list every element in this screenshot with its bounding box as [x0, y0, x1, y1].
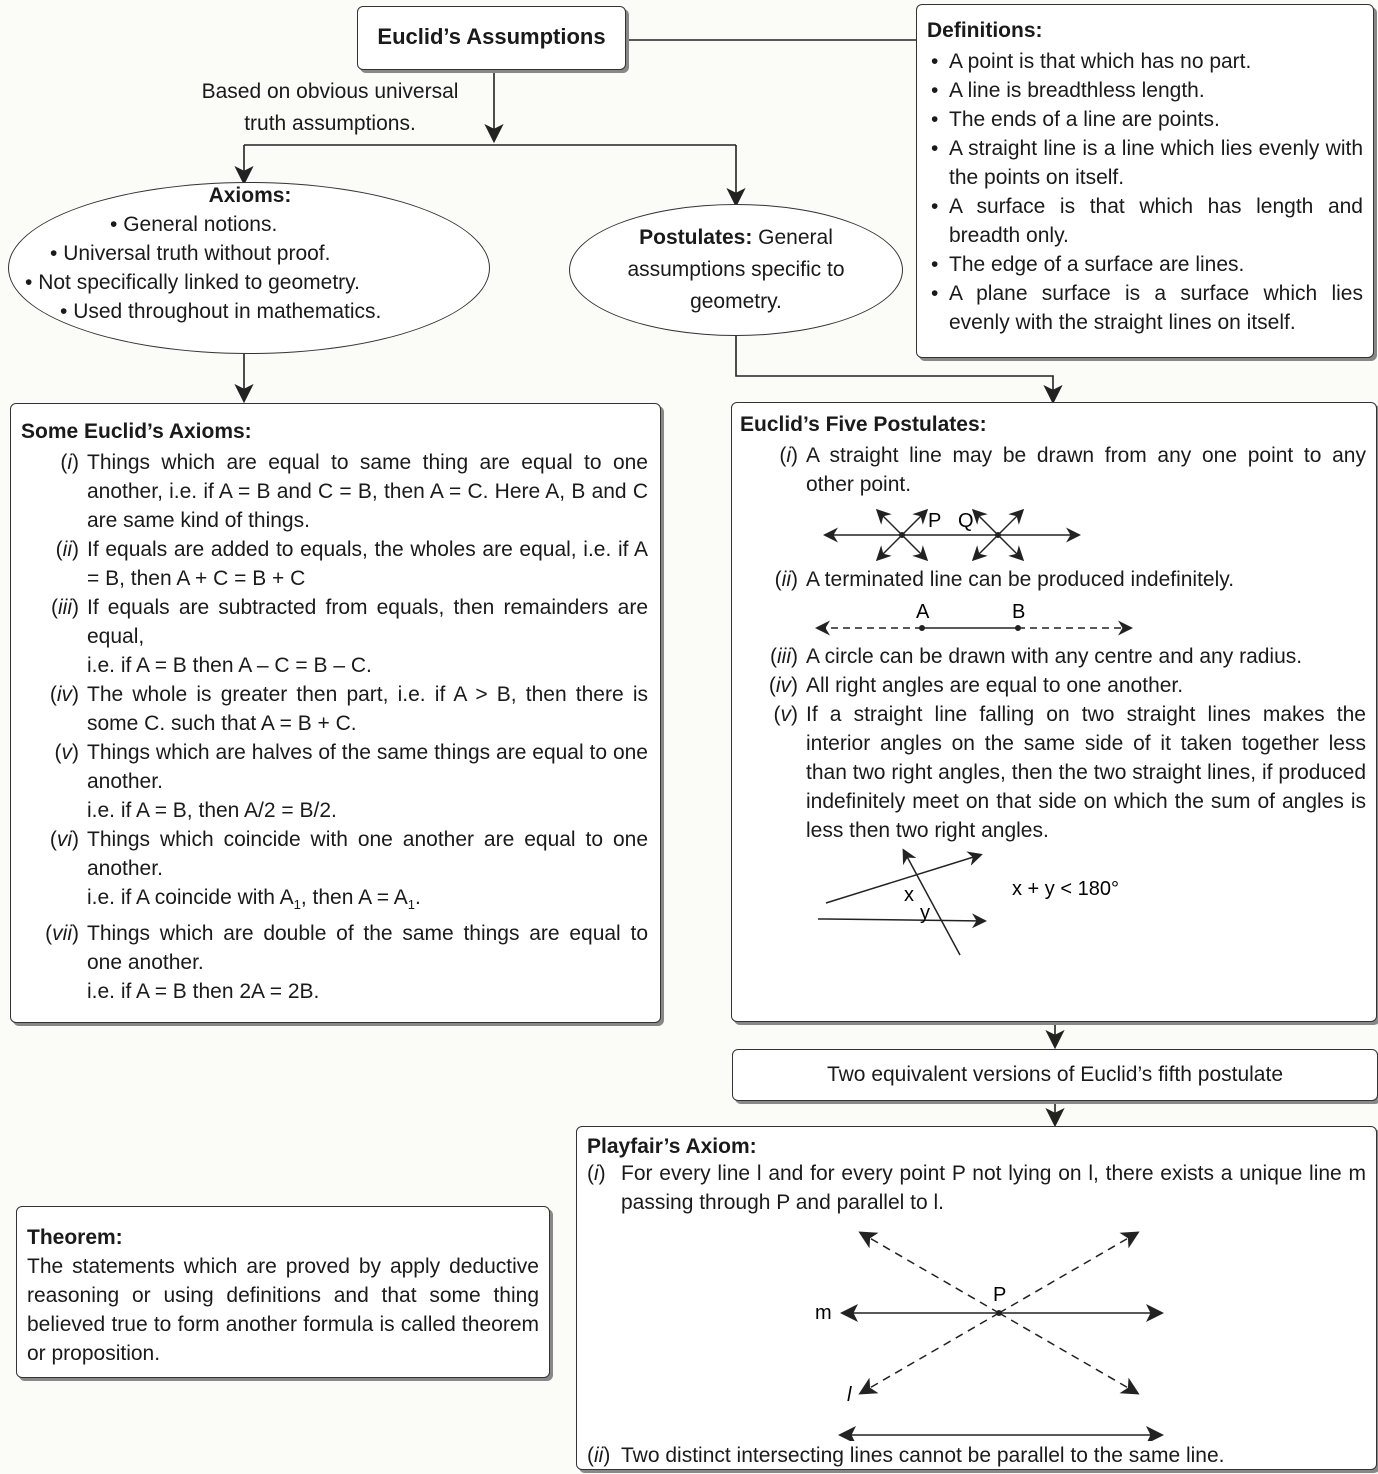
definition-item: The ends of a line are points. [927, 105, 1363, 134]
line-m-label: m [815, 1302, 832, 1324]
point-p-label: P [993, 1284, 1006, 1306]
postulate-item-iv: (iv) All right angles are equal to one a… [768, 674, 1184, 697]
arrow-five-postulates [735, 336, 1063, 405]
postulates-ellipse-content: Postulates: General assumptions specific… [627, 226, 845, 313]
axiom-item-i: (i) Things which are equal to same thing… [60, 451, 648, 532]
axiom-item-iii: (iii) If equals are subtracted from equa… [51, 596, 648, 677]
angle-sum-label: x + y < 180° [1012, 878, 1119, 900]
axiom-item-iv: (iv) The whole is greater then part, i.e… [49, 683, 648, 735]
axiom-item-v: (v) Things which are halves of the same … [54, 741, 649, 822]
line-l-label: l [847, 1384, 852, 1406]
axioms-title: Axioms: [208, 184, 292, 207]
euclids-assumptions-title: Euclid’s Assumptions [377, 24, 606, 49]
point-q-label: Q [958, 510, 974, 532]
some-axioms-box: Some Euclid’s Axioms: (i) Things which a… [10, 403, 661, 1023]
theorem-text: The statements which are proved by apply… [27, 1255, 539, 1365]
axiom-item-vi: (vi) Things which coincide with one anot… [49, 828, 648, 913]
playfair-figure: P m l [815, 1231, 1164, 1441]
definition-item: A surface is that which has length and b… [927, 192, 1363, 250]
playfair-box: Playfair’s Axiom: (i) For every line l a… [576, 1126, 1377, 1470]
postulate-2-figure: A B [815, 601, 1133, 636]
angle-y-label: y [920, 902, 930, 924]
axiom-bullet-1: • General notions. [110, 213, 278, 236]
postulate-5-figure: x y x + y < 180° [818, 848, 1119, 956]
fifth-postulate-versions-text: Two equivalent versions of Euclid’s fift… [826, 1063, 1284, 1086]
definition-item: The edge of a surface are lines. [927, 250, 1363, 279]
postulate-item-ii: (ii) A terminated line can be produced i… [774, 568, 1235, 591]
five-postulates-box: Euclid’s Five Postulates: (i) A straight… [731, 402, 1377, 1022]
euclids-assumptions-box: Euclid’s Assumptions [357, 6, 626, 70]
point-p-label: P [928, 510, 941, 532]
axioms-ellipse [8, 182, 490, 354]
postulate-1-figure: P Q [823, 508, 1081, 562]
five-postulates-title: Euclid’s Five Postulates: [740, 413, 987, 436]
postulate-item-iii: (iii) A circle can be drawn with any cen… [770, 645, 1303, 668]
theorem-title: Theorem: [27, 1226, 123, 1249]
theorem-box: Theorem: The statements which are proved… [16, 1206, 550, 1378]
axiom-item-vii: (vii) Things which are double of the sam… [45, 922, 648, 1004]
basis-note: Based on obvious universal truth assumpt… [170, 76, 490, 140]
playfair-title: Playfair’s Axiom: [587, 1135, 757, 1158]
definition-item: A line is breadthless length. [927, 76, 1363, 105]
axiom-bullet-2: • Universal truth without proof. [50, 242, 331, 265]
playfair-item-i: (i) For every line l and for every point… [587, 1162, 1366, 1214]
definition-item: A point is that which has no part. [927, 47, 1363, 76]
axiom-bullet-4: • Used throughout in mathematics. [60, 300, 382, 323]
postulate-item-i: (i) A straight line may be drawn from an… [779, 444, 1366, 496]
fifth-postulate-versions-box: Two equivalent versions of Euclid’s fift… [732, 1049, 1378, 1101]
definitions-title: Definitions: [927, 19, 1043, 42]
postulates-ellipse [569, 204, 903, 336]
playfair-item-ii: (ii) Two distinct intersecting lines can… [587, 1444, 1225, 1467]
postulates-title: Postulates: [639, 226, 753, 249]
definition-item: A plane surface is a surface which lies … [927, 279, 1363, 337]
angle-x-label: x [904, 884, 914, 906]
basis-note-line2: truth assumptions. [244, 112, 416, 135]
definition-item: A straight line is a line which lies eve… [927, 134, 1363, 192]
point-b-label: B [1012, 601, 1025, 623]
axiom-item-ii: (ii) If equals are added to equals, the … [55, 538, 648, 590]
axioms-ellipse-content: Axioms: • General notions. • Universal t… [20, 181, 480, 326]
axiom-bullet-3: • Not specifically linked to geometry. [25, 271, 360, 294]
some-axioms-title: Some Euclid’s Axioms: [21, 420, 252, 443]
point-a-label: A [916, 601, 930, 623]
definitions-box: Definitions: A point is that which has n… [916, 4, 1374, 358]
postulate-item-v: (v) If a straight line falling on two st… [773, 703, 1367, 842]
basis-note-line1: Based on obvious universal [201, 80, 459, 103]
